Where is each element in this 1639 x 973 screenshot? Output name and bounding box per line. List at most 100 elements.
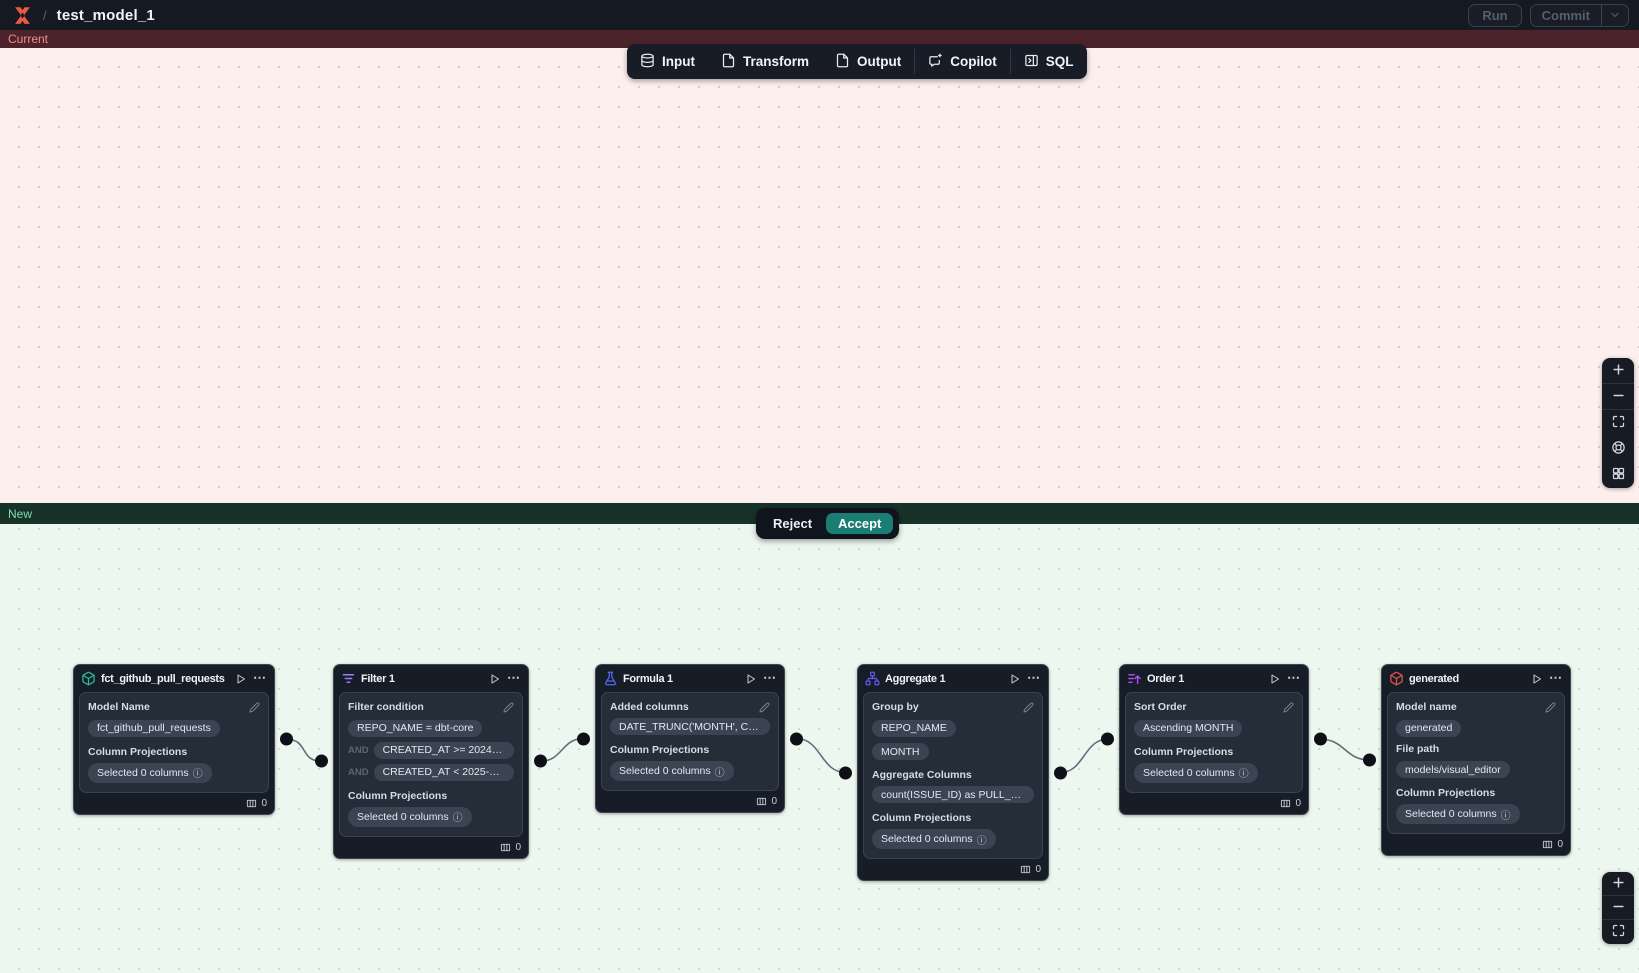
projections-pill[interactable]: Selected 0 columns ⓘ	[88, 762, 212, 783]
field-label: Sort Order	[1134, 701, 1187, 713]
minus-icon	[1611, 899, 1626, 917]
edit-pencil-icon[interactable]	[759, 701, 770, 713]
sort-ascending-icon	[1127, 671, 1142, 686]
minus-icon	[1611, 388, 1626, 406]
edit-pencil-icon[interactable]	[249, 701, 260, 713]
more-menu-icon[interactable]: ⋯	[507, 669, 520, 685]
group-by-pill: REPO_NAME	[872, 719, 956, 737]
zoom-in-button[interactable]	[1602, 358, 1634, 384]
info-icon: ⓘ	[192, 769, 203, 780]
toolbar-output-button[interactable]: Output	[822, 44, 914, 79]
current-canvas[interactable]: Input Transform Output Copilot	[0, 44, 1639, 503]
filter-condition-pill: REPO_NAME = dbt-core	[348, 719, 483, 737]
row-count-footer: 0	[1382, 834, 1570, 855]
model-name-pill: generated	[1396, 719, 1462, 737]
zoom-in-button[interactable]	[1602, 872, 1634, 896]
info-icon: ⓘ	[714, 767, 725, 779]
table-columns-icon	[1543, 840, 1553, 849]
interactivity-lock-button[interactable]	[1602, 436, 1634, 462]
chevron-down-icon[interactable]	[1601, 4, 1628, 26]
row-count-footer: 0	[858, 859, 1048, 880]
cube-icon	[81, 671, 96, 686]
toolbar-sql-button[interactable]: SQL	[1011, 44, 1087, 79]
commit-button[interactable]: Commit	[1541, 7, 1590, 23]
filter-icon	[341, 671, 356, 686]
field-label: Column Projections	[1396, 787, 1496, 799]
filter-condition-pill: CREATED_AT < 2025-03-01	[373, 763, 514, 781]
edit-pencil-icon[interactable]	[1545, 701, 1556, 713]
edit-pencil-icon[interactable]	[1283, 701, 1294, 713]
more-menu-icon[interactable]: ⋯	[253, 669, 266, 685]
output-handle[interactable]	[534, 754, 547, 768]
group-by-pill: MONTH	[872, 743, 929, 760]
output-handle[interactable]	[790, 732, 803, 745]
canvas-controls-current	[1602, 358, 1634, 488]
toolbar-input-button[interactable]: Input	[627, 44, 708, 79]
more-menu-icon[interactable]: ⋯	[1027, 669, 1040, 685]
node-fct-github-pull-requests[interactable]: fct_github_pull_requests ⋯ Model Name fc…	[73, 664, 293, 815]
play-icon[interactable]	[1009, 673, 1021, 685]
row-count: 0	[771, 796, 777, 807]
output-handle[interactable]	[1314, 732, 1327, 746]
current-band-label: Current	[0, 30, 1639, 48]
play-icon[interactable]	[1269, 673, 1281, 685]
play-icon[interactable]	[235, 673, 247, 685]
node-title: Order 1	[1147, 672, 1185, 685]
projections-pill[interactable]: Selected 0 columns ⓘ	[348, 806, 472, 827]
more-menu-icon[interactable]: ⋯	[763, 669, 776, 685]
app-logo-icon[interactable]	[12, 6, 33, 25]
accept-button[interactable]: Accept	[826, 513, 894, 534]
info-icon: ⓘ	[1238, 769, 1249, 780]
input-handle[interactable]	[1363, 753, 1376, 767]
row-count: 0	[515, 841, 521, 853]
node-aggregate-1[interactable]: Aggregate 1 ⋯ Group by REPO_NAME	[839, 664, 1067, 881]
file-icon	[721, 53, 736, 71]
more-menu-icon[interactable]: ⋯	[1549, 669, 1562, 685]
input-handle[interactable]	[315, 754, 328, 768]
play-icon[interactable]	[745, 673, 757, 685]
node-order-1[interactable]: Order 1 ⋯ Sort Order Ascending MONTH	[1101, 664, 1327, 815]
node-filter-1[interactable]: Filter 1 ⋯ Filter condition REPO_NAME = …	[315, 664, 547, 859]
zoom-out-button[interactable]	[1602, 896, 1634, 920]
file-icon	[835, 53, 850, 71]
toolbar-copilot-button[interactable]: Copilot	[915, 44, 1010, 79]
toolbar-transform-button[interactable]: Transform	[708, 44, 822, 79]
new-canvas[interactable]: Reject Accept fct_github_pull_requests ⋯…	[0, 508, 1639, 973]
input-handle[interactable]	[1101, 732, 1114, 746]
field-label: Column Projections	[1134, 745, 1234, 758]
plus-icon	[1611, 362, 1626, 380]
cube-icon	[1389, 671, 1404, 686]
output-handle[interactable]	[280, 732, 293, 746]
fit-view-icon	[1611, 414, 1626, 432]
field-label: Column Projections	[88, 745, 188, 758]
node-generated[interactable]: generated ⋯ Model name generated	[1363, 664, 1571, 856]
projections-pill[interactable]: Selected 0 columns ⓘ	[872, 829, 996, 849]
run-button[interactable]: Run	[1468, 3, 1522, 27]
tile-view-button[interactable]	[1602, 462, 1634, 488]
and-label: AND	[348, 744, 369, 756]
projections-pill[interactable]: Selected 0 columns ⓘ	[1134, 762, 1258, 783]
info-icon: ⓘ	[452, 813, 463, 824]
projections-pill[interactable]: Selected 0 columns ⓘ	[1396, 804, 1520, 824]
projections-pill[interactable]: Selected 0 columns ⓘ	[610, 761, 734, 781]
play-icon[interactable]	[1531, 673, 1543, 685]
play-icon[interactable]	[489, 673, 501, 685]
reject-button[interactable]: Reject	[762, 513, 823, 534]
field-label: Group by	[872, 701, 919, 713]
commit-button-group[interactable]: Commit	[1529, 3, 1629, 27]
field-label: File path	[1396, 742, 1440, 755]
current-label: Current	[8, 32, 49, 46]
fit-view-button[interactable]	[1602, 920, 1634, 944]
edit-pencil-icon[interactable]	[503, 701, 514, 713]
edit-pencil-icon[interactable]	[1023, 701, 1034, 713]
more-menu-icon[interactable]: ⋯	[1287, 669, 1300, 685]
zoom-out-button[interactable]	[1602, 384, 1634, 410]
field-label: Column Projections	[610, 744, 710, 756]
fit-view-button[interactable]	[1602, 410, 1634, 436]
node-formula-1[interactable]: Formula 1 ⋯ Added columns DATE_TRUNC('MO…	[577, 664, 803, 813]
toolbar-separator	[914, 49, 916, 74]
input-handle[interactable]	[839, 766, 852, 779]
input-handle[interactable]	[577, 732, 590, 745]
output-handle[interactable]	[1054, 766, 1067, 779]
sitemap-icon	[865, 671, 880, 686]
